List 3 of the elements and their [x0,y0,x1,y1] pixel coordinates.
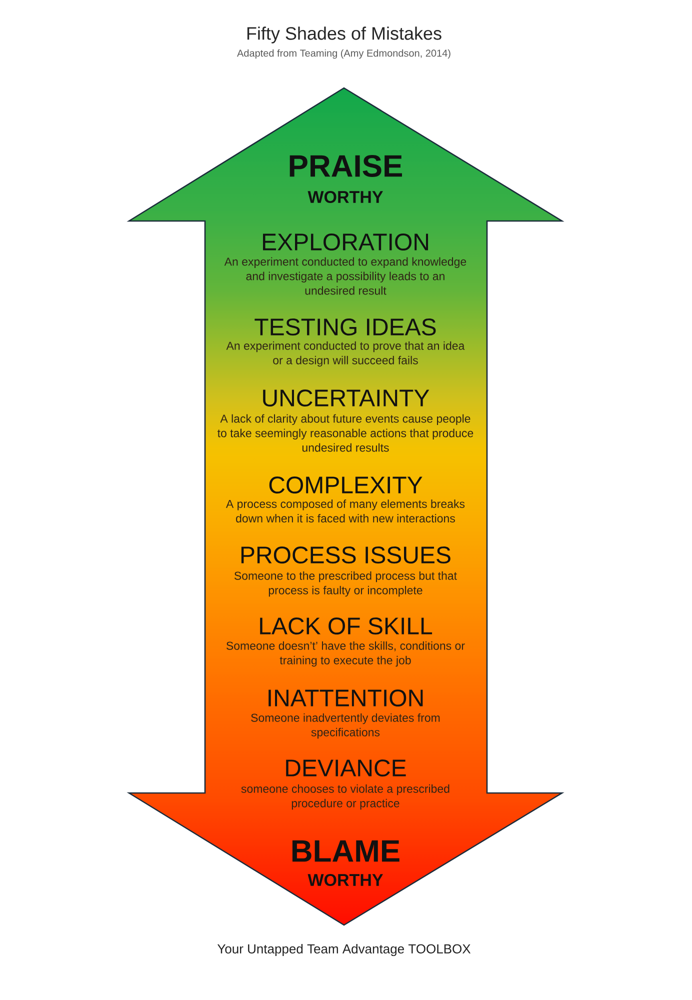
footer-text: Your Untapped Team Advantage TOOLBOX [217,944,471,956]
subtitle: Adapted from Teaming (Amy Edmondson, 2014) [237,49,450,59]
title: Fifty Shades of Mistakes [247,26,442,44]
